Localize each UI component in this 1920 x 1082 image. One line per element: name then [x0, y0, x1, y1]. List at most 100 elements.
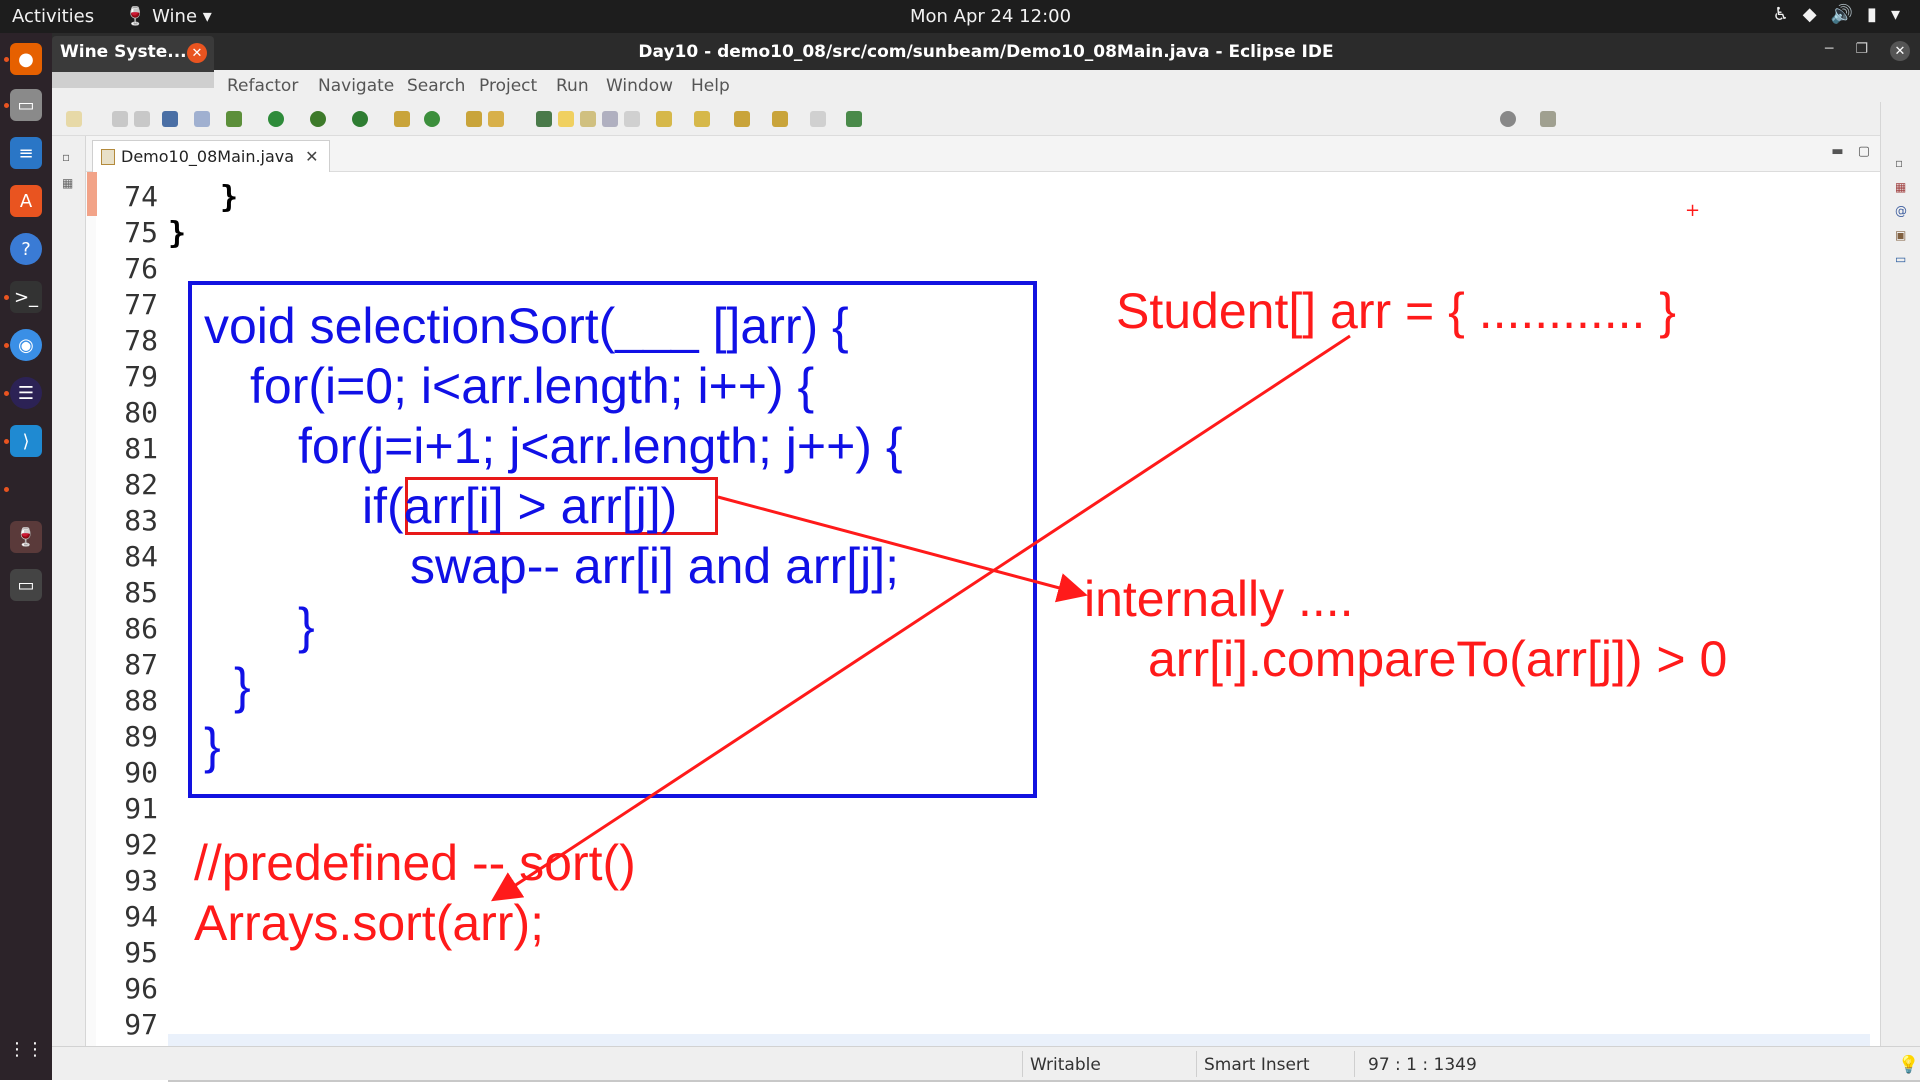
open-type-icon[interactable] [466, 111, 482, 127]
app-menu-wine[interactable]: 🍷 Wine ▾ [124, 6, 212, 27]
menu-navigate[interactable]: Navigate [318, 76, 395, 96]
window-controls: ─ ❐ ✕ [1825, 41, 1910, 61]
menu-refactor[interactable]: Refactor [227, 76, 299, 96]
battery-icon[interactable]: ▮ [1867, 4, 1877, 25]
status-insert-mode[interactable]: Smart Insert [1204, 1055, 1310, 1075]
window-title: Day10 - demo10_08/src/com/sunbeam/Demo10… [638, 42, 1334, 62]
sketch-outer-for: for(i=0; i<arr.length; i++) { [250, 358, 815, 414]
menu-window[interactable]: Window [606, 76, 674, 96]
menu-search[interactable]: Search [407, 76, 466, 96]
debug-icon[interactable] [226, 111, 242, 127]
running-indicator [4, 103, 9, 108]
line-number: 90 [124, 756, 158, 789]
restore-icon[interactable]: ▫ [1895, 156, 1904, 170]
maximize-editor-icon[interactable]: ▢ [1857, 144, 1870, 159]
line-number: 91 [124, 792, 158, 825]
software-center-icon[interactable]: A [10, 185, 42, 217]
wine-system-tray-popup[interactable]: Wine Syste... ✕ [52, 36, 214, 88]
running-indicator [4, 343, 9, 348]
menu-project[interactable]: Project [479, 76, 538, 96]
wine-popup-preview [52, 72, 214, 88]
writer-icon[interactable]: ≡ [10, 137, 42, 169]
student-array-note: Student[] arr = { ............ } [1116, 283, 1677, 339]
menu-help[interactable]: Help [691, 76, 730, 96]
mark-occurrences-icon[interactable] [558, 111, 574, 127]
maximize-button[interactable]: ❐ [1855, 41, 1868, 57]
menu-run[interactable]: Run [556, 76, 589, 96]
new-class-icon[interactable] [424, 111, 440, 127]
editor-tab[interactable]: Demo10_08Main.java ✕ [92, 140, 330, 172]
wine-popup-label: Wine Syste... [60, 42, 187, 62]
editor-tab-label: Demo10_08Main.java [121, 147, 295, 166]
restore-icon[interactable]: ▫ [62, 150, 71, 164]
new-package-icon[interactable] [394, 111, 410, 127]
help-icon[interactable]: ? [10, 233, 42, 265]
save-all-icon[interactable] [134, 111, 150, 127]
open-perspective-icon[interactable] [1540, 111, 1556, 127]
annotation-icon[interactable] [536, 111, 552, 127]
accessibility-icon[interactable]: ♿ [1772, 4, 1789, 25]
search-tool-icon[interactable] [488, 111, 504, 127]
tip-icon[interactable]: 💡 [1898, 1055, 1920, 1075]
terminal-icon[interactable]: >_ [10, 281, 42, 313]
show-apps-icon[interactable]: ⋮⋮ [8, 1038, 44, 1060]
line-number: 93 [124, 864, 158, 897]
close-tab-icon[interactable]: ✕ [305, 147, 319, 166]
predefined-sort-note: //predefined -- sort() [194, 835, 636, 891]
block-selection-icon[interactable] [602, 111, 618, 127]
line-number: 86 [124, 612, 158, 645]
search-icon[interactable] [1500, 111, 1516, 127]
network-icon[interactable]: ◆ [1802, 4, 1817, 25]
close-icon[interactable]: ✕ [187, 43, 207, 63]
coverage-icon[interactable] [310, 111, 326, 127]
run-icon[interactable] [268, 111, 284, 127]
firefox-icon[interactable]: ● [10, 43, 42, 75]
line-number: 81 [124, 432, 158, 465]
clock[interactable]: Mon Apr 24 12:00 [910, 6, 1072, 27]
menu-bar: Refactor Navigate Search Project Run Win… [52, 70, 1920, 102]
skip-breakpoints-icon[interactable] [194, 111, 210, 127]
volume-icon[interactable]: 🔊 [1830, 4, 1854, 25]
sketch-close-brace-outer: } [234, 658, 251, 714]
forward-icon[interactable] [810, 111, 826, 127]
java-file-icon [101, 149, 115, 165]
files-icon[interactable]: ▭ [10, 89, 42, 121]
outline-icon[interactable]: ▦ [1895, 180, 1907, 194]
activities-button[interactable]: Activities [12, 6, 95, 27]
app-menu-label: Wine [152, 6, 198, 27]
word-wrap-icon[interactable] [580, 111, 596, 127]
display-icon[interactable]: ▭ [10, 569, 42, 601]
last-edit-icon[interactable] [734, 111, 750, 127]
close-button[interactable]: ✕ [1890, 41, 1910, 61]
chevron-down-icon[interactable]: ▾ [1890, 4, 1900, 25]
minimize-button[interactable]: ─ [1825, 41, 1834, 57]
change-marker [87, 172, 97, 216]
terminal-view-icon[interactable] [162, 111, 178, 127]
new-icon[interactable] [66, 111, 82, 127]
next-annotation-icon[interactable] [656, 111, 672, 127]
editor-tab-bar: Demo10_08Main.java ✕ ▬ ▢ [86, 136, 1880, 172]
declaration-icon[interactable]: ▣ [1895, 228, 1907, 242]
editor-view-controls: ▬ ▢ [1831, 144, 1870, 159]
code-line-75: } [168, 216, 187, 251]
vscode-icon[interactable]: ⟩ [10, 425, 42, 457]
pin-editor-icon[interactable] [846, 111, 862, 127]
status-cursor-position[interactable]: 97 : 1 : 1349 [1368, 1055, 1477, 1075]
save-icon[interactable] [112, 111, 128, 127]
wine-icon[interactable]: 🍷 [10, 521, 42, 553]
status-separator [1354, 1051, 1355, 1077]
chrome-icon[interactable]: ◉ [10, 329, 42, 361]
status-bar: Writable Smart Insert 97 : 1 : 1349 💡 [52, 1046, 1920, 1080]
eclipse-icon[interactable]: ☰ [10, 377, 42, 409]
external-tools-icon[interactable] [352, 111, 368, 127]
back-icon[interactable] [772, 111, 788, 127]
minimize-editor-icon[interactable]: ▬ [1831, 144, 1844, 159]
line-number: 87 [124, 648, 158, 681]
console-icon[interactable]: ▭ [1895, 252, 1907, 266]
javadoc-icon[interactable]: @ [1895, 204, 1907, 218]
show-whitespace-icon[interactable] [624, 111, 640, 127]
prev-annotation-icon[interactable] [694, 111, 710, 127]
package-explorer-icon[interactable]: ▦ [62, 176, 74, 190]
system-tray[interactable]: ♿ ◆ 🔊 ▮ ▾ [1773, 4, 1900, 25]
running-indicator [4, 391, 9, 396]
